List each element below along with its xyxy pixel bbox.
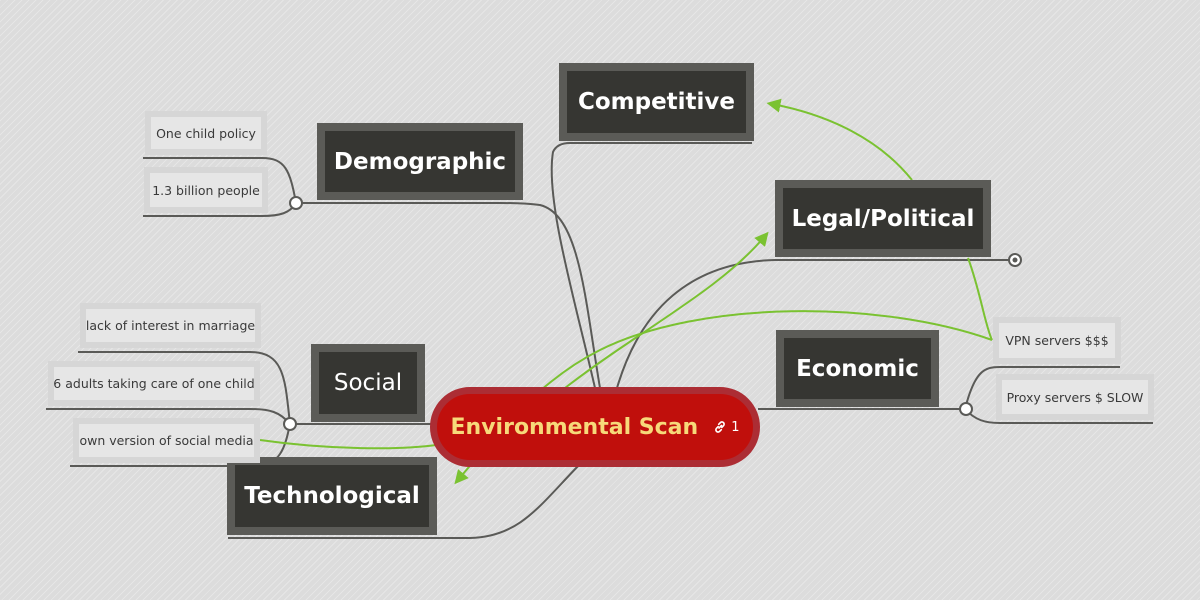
connector-legal-political	[616, 259, 1010, 389]
junction-economic	[959, 402, 973, 416]
branch-competitive-label: Competitive	[577, 89, 736, 115]
leaf-lack-of-interest-in-marriage[interactable]: lack of interest in marriage	[80, 303, 261, 348]
relationship-root-to-legal	[564, 231, 769, 389]
branch-demographic-label: Demographic	[333, 148, 507, 175]
relationship-social-media-to-root	[259, 439, 437, 450]
junction-social	[283, 417, 297, 431]
leaf-label: own version of social media	[79, 433, 254, 448]
leaf-label: 1.3 billion people	[152, 182, 260, 198]
leaf-vpn-servers[interactable]: VPN servers $$$	[993, 317, 1121, 364]
branch-economic[interactable]: Economic	[776, 330, 939, 407]
connector-leaf-vpn	[964, 366, 1120, 410]
leaf-label: Proxy servers $ SLOW	[1006, 389, 1144, 405]
branch-technological-label: Technological	[244, 483, 420, 509]
junction-demographic	[289, 196, 303, 210]
branch-social[interactable]: Social	[311, 344, 425, 422]
branch-legal-political-label: Legal/Political	[791, 205, 975, 232]
connector-technological	[228, 463, 581, 539]
leaf-population[interactable]: 1.3 billion people	[144, 167, 268, 213]
relationship-legal-to-competitive	[766, 98, 913, 181]
connector-demographic	[300, 202, 601, 389]
branch-competitive[interactable]: Competitive	[559, 63, 754, 141]
relationship-legal-to-vpn	[967, 257, 993, 341]
leaf-label: 6 adults taking care of one child	[53, 376, 255, 391]
branch-social-label: Social	[333, 370, 403, 396]
root-node[interactable]: Environmental Scan 1	[430, 387, 760, 467]
branch-legal-political[interactable]: Legal/Political	[775, 180, 991, 257]
branch-demographic[interactable]: Demographic	[317, 123, 523, 200]
collapse-toggle-legal-dot	[1012, 257, 1018, 263]
leaf-six-adults[interactable]: 6 adults taking care of one child	[48, 361, 260, 406]
leaf-label: lack of interest in marriage	[85, 318, 256, 333]
link-icon	[715, 421, 726, 433]
connector-leaf-one-child	[143, 157, 297, 204]
branch-economic-label: Economic	[796, 355, 919, 382]
link-indicator[interactable]: 1	[712, 419, 739, 435]
root-title: Environmental Scan	[450, 414, 699, 440]
leaf-proxy-servers[interactable]: Proxy servers $ SLOW	[996, 374, 1154, 420]
leaf-one-child-policy[interactable]: One child policy	[145, 111, 267, 155]
branch-technological[interactable]: Technological	[227, 457, 437, 535]
leaf-own-social-media[interactable]: own version of social media	[73, 418, 260, 463]
connector-competitive	[550, 142, 752, 389]
connector-leaf-marriage	[78, 351, 291, 425]
leaf-label: One child policy	[156, 125, 256, 141]
leaf-label: VPN servers $$$	[1005, 333, 1109, 348]
link-count: 1	[731, 419, 740, 435]
